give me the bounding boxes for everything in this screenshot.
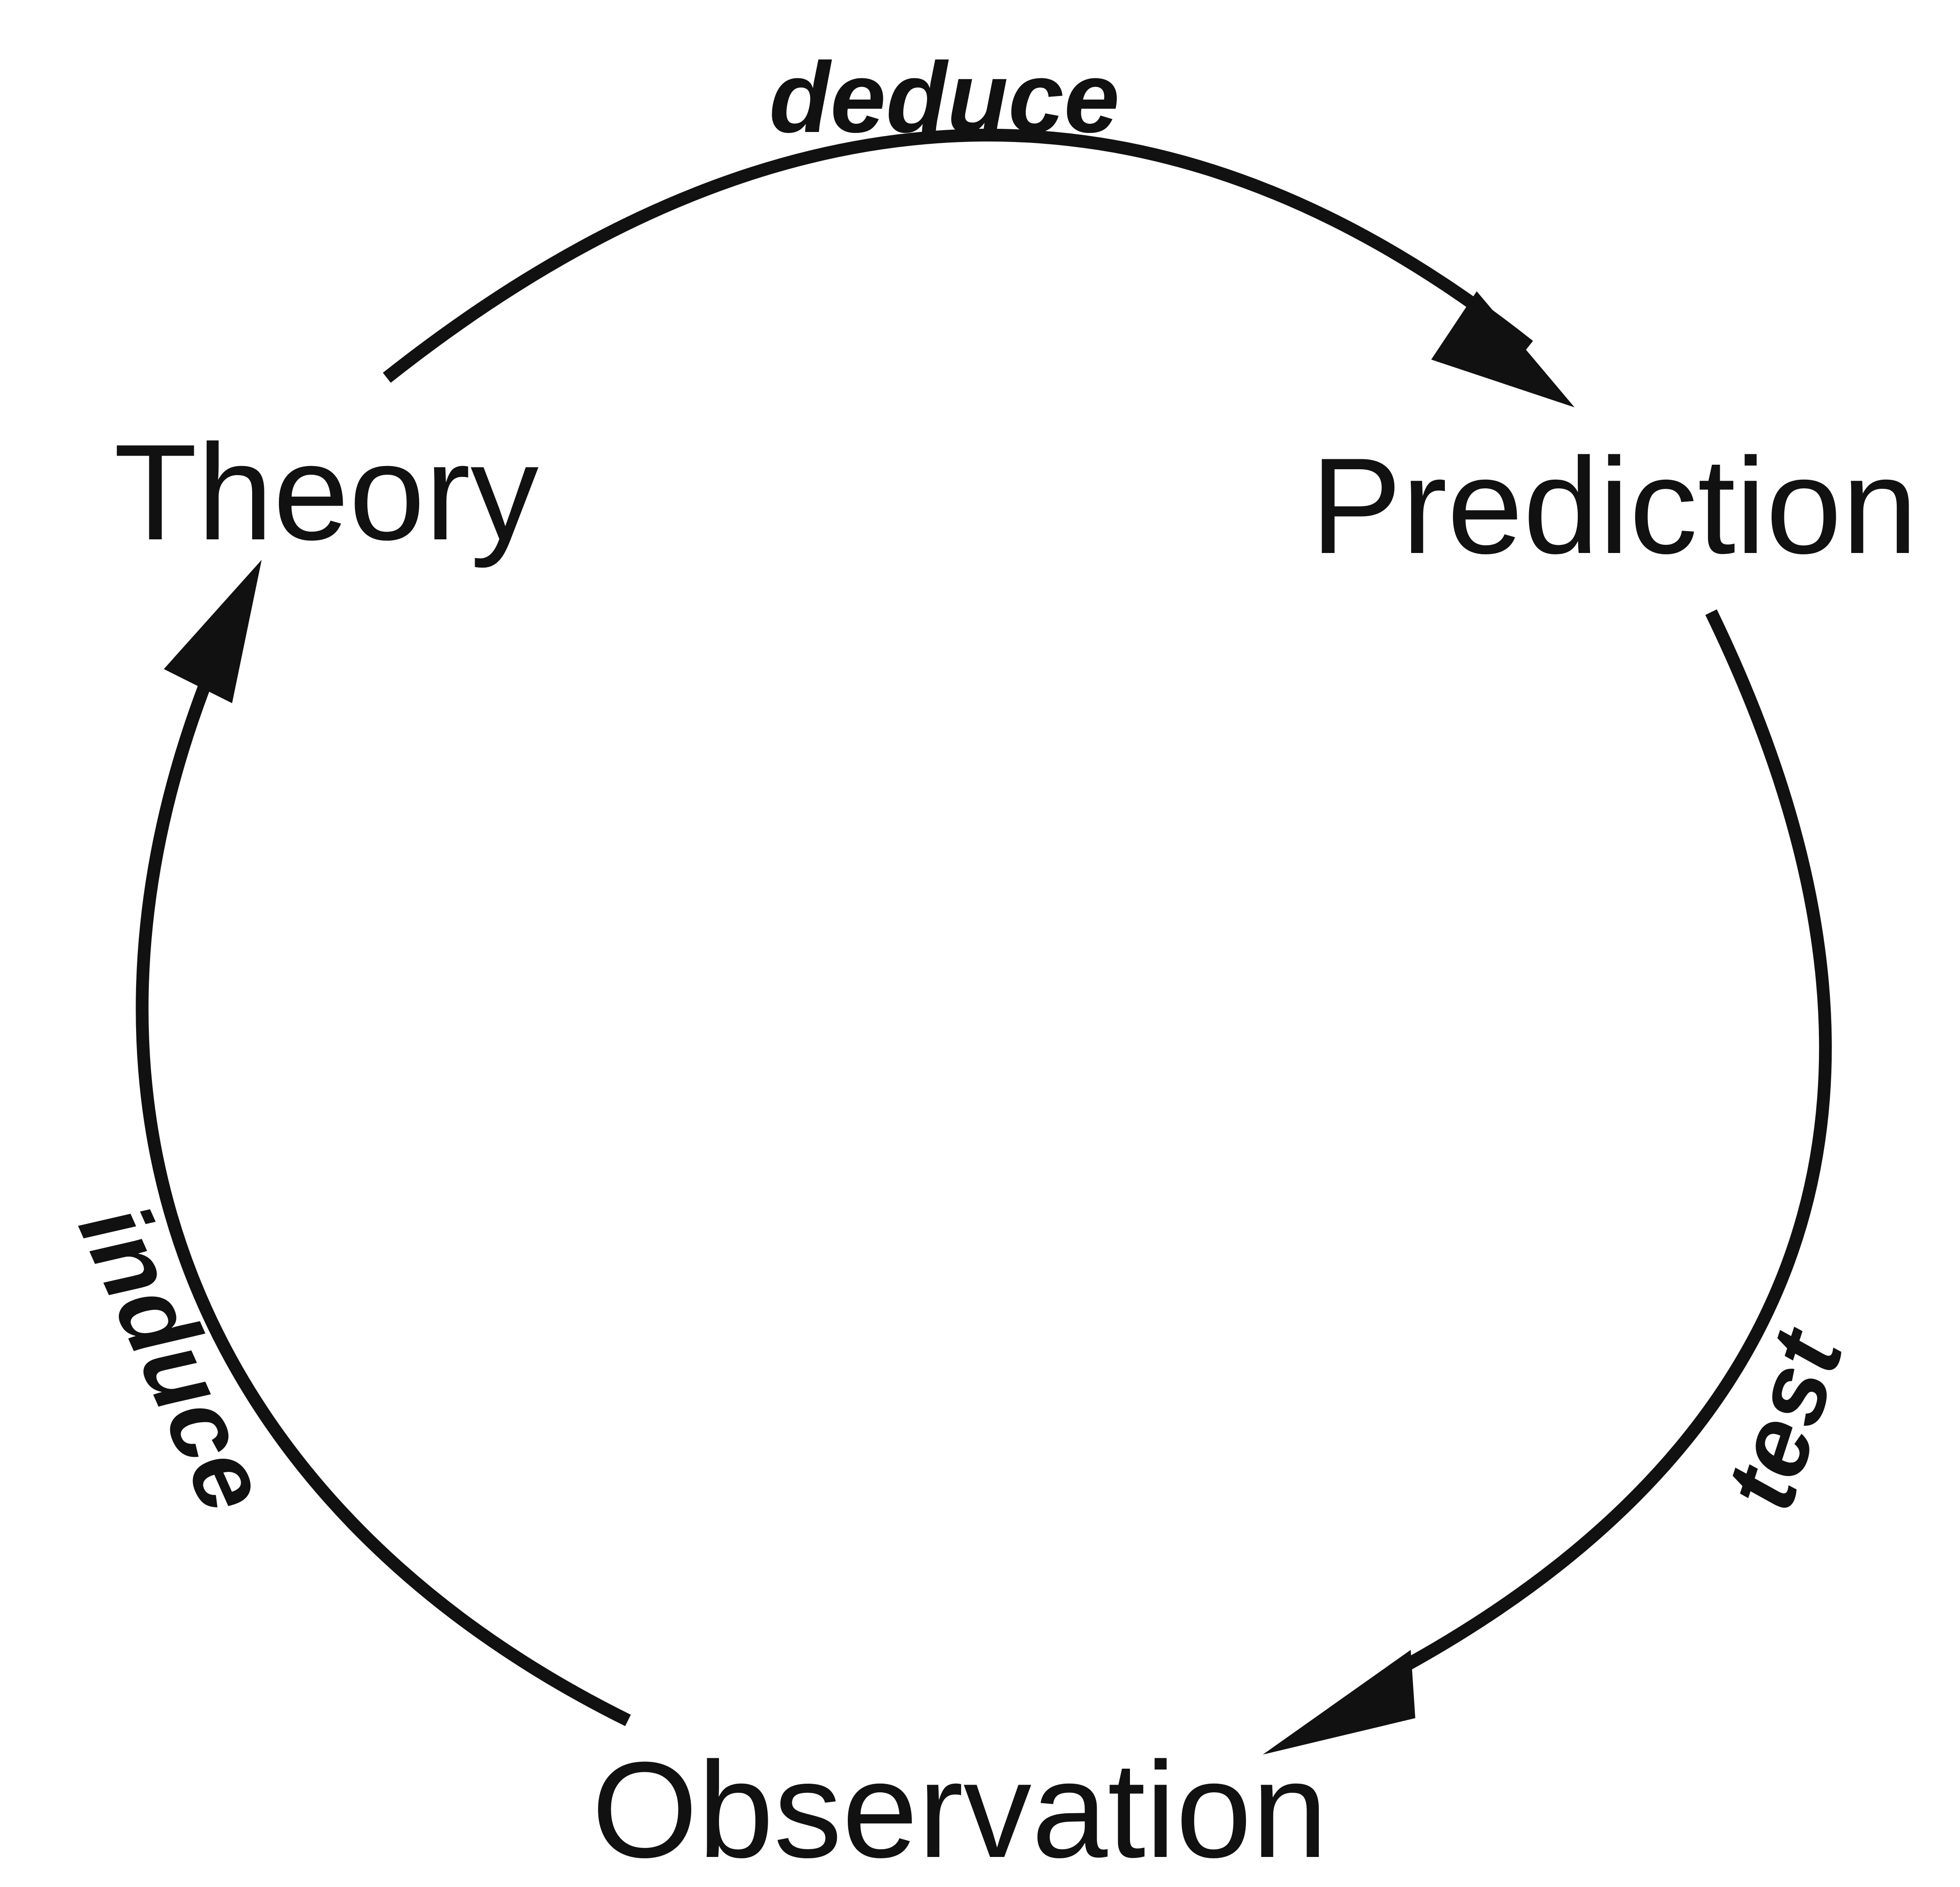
node-theory: Theory — [114, 416, 539, 569]
edge-label-deduce: deduce — [769, 41, 1119, 153]
edge-label-induce: induce — [58, 1187, 291, 1528]
node-observation: Observation — [592, 1733, 1327, 1886]
arc-induce — [136, 671, 631, 1726]
arrowhead-induce — [164, 560, 262, 703]
arrowhead-deduce — [1431, 291, 1575, 407]
node-prediction: Prediction — [1311, 429, 1918, 582]
edge-label-test: test — [1702, 1315, 1865, 1522]
arc-deduce — [383, 129, 1533, 383]
arrowhead-test — [1263, 1650, 1415, 1755]
arc-test — [1394, 609, 1832, 1676]
